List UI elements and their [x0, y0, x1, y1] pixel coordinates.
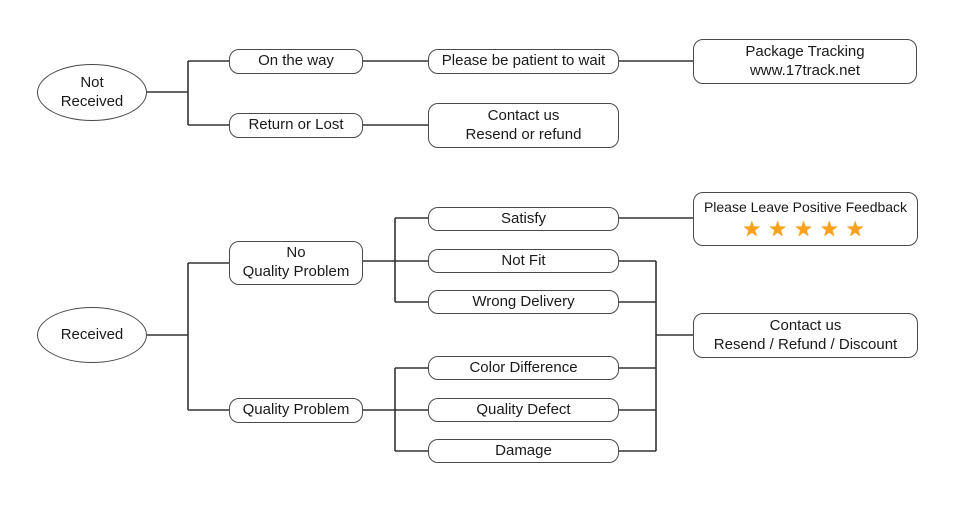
node-quality-defect: Quality Defect: [428, 398, 619, 422]
node-label: Received: [60, 92, 124, 110]
node-positive-feedback: Please Leave Positive Feedback ★★★★★: [693, 192, 918, 246]
node-label: Quality Problem: [242, 401, 350, 419]
node-quality-problem: Quality Problem: [229, 398, 363, 423]
node-contact-resend-refund-discount: Contact us Resend / Refund / Discount: [693, 313, 918, 358]
node-label: Quality Defect: [476, 400, 571, 418]
node-received: Received: [37, 307, 147, 363]
node-label: Contact us: [487, 106, 560, 124]
node-label: Damage: [495, 441, 552, 459]
node-label: No: [286, 244, 306, 262]
node-no-quality-problem: No Quality Problem: [229, 241, 363, 285]
node-label: Resend or refund: [465, 125, 582, 143]
node-package-tracking: Package Tracking www.17track.net: [693, 39, 917, 84]
node-label: Please Leave Positive Feedback: [703, 198, 908, 215]
node-not-received: Not Received: [37, 64, 147, 121]
node-label: Color Difference: [469, 358, 578, 376]
node-label: Resend / Refund / Discount: [713, 335, 898, 353]
node-on-the-way: On the way: [229, 49, 363, 74]
node-label: On the way: [258, 52, 334, 70]
node-label: Not: [80, 73, 104, 91]
node-label: Package Tracking: [745, 42, 865, 60]
node-label: Wrong Delivery: [472, 292, 575, 310]
node-damage: Damage: [428, 439, 619, 463]
node-not-fit: Not Fit: [428, 249, 619, 273]
node-label: Satisfy: [500, 209, 546, 227]
node-label: Return or Lost: [248, 116, 344, 134]
node-label: Not Fit: [501, 251, 546, 269]
node-label: Contact us: [769, 316, 842, 334]
five-star-rating-icon: ★★★★★: [742, 218, 872, 242]
node-be-patient: Please be patient to wait: [428, 49, 619, 74]
node-label: Please be patient to wait: [441, 52, 606, 70]
node-return-or-lost: Return or Lost: [229, 113, 363, 138]
node-wrong-delivery: Wrong Delivery: [428, 290, 619, 314]
node-contact-resend-refund: Contact us Resend or refund: [428, 103, 619, 148]
node-label: www.17track.net: [749, 61, 861, 79]
node-color-difference: Color Difference: [428, 356, 619, 380]
node-satisfy: Satisfy: [428, 207, 619, 231]
node-label: Quality Problem: [242, 263, 350, 280]
node-label: Received: [60, 325, 124, 343]
